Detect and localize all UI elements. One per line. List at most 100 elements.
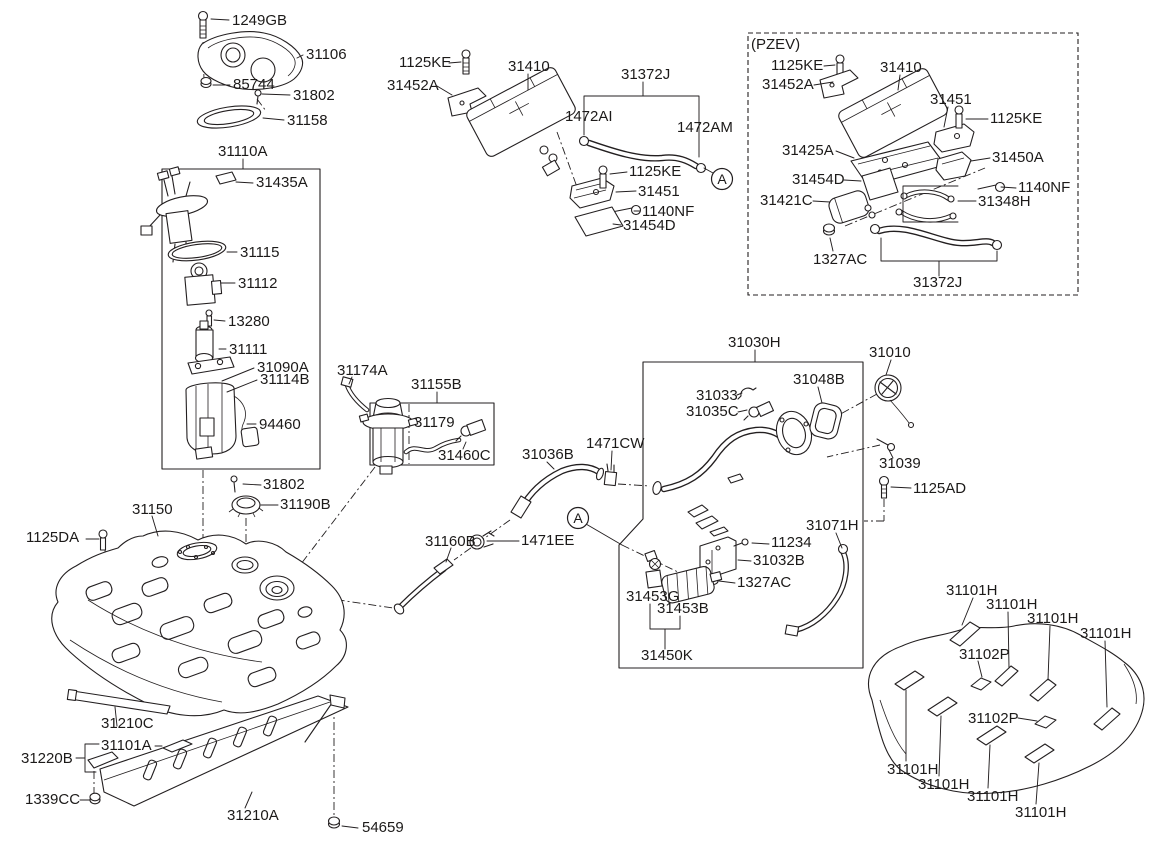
canister-31421c [828,190,870,224]
gasket-31048b [809,402,843,440]
part-label-fuel-tank-15: 31190B [280,496,331,513]
part-label-canister-24: 1125KE [399,54,451,71]
part-label-fuel-tank-19: 31101A [101,737,152,754]
callout-a-0: A [710,167,734,191]
part-label-pzev-35: 1125KE [771,57,823,74]
part-label-canister-33: 31454D [623,217,676,234]
part-label-canister-28: 1472AI [565,108,613,125]
pump-module-group [340,376,618,615]
part-label-canister-27: 31452A [387,77,439,94]
part-label-filler-neck-49: 31010 [869,344,911,361]
part-label-fuel-tank-23: 54659 [362,819,404,836]
pad-31101h [994,665,1019,687]
fitting-31071h-top [837,543,849,555]
part-label-filler-neck-51: 31033 [696,387,738,404]
bolt-1125ke [461,49,471,59]
pad-31101h [927,696,958,717]
part-label-pzev-47: 31372J [913,274,962,291]
part-label-fuel-tank-22: 31210A [227,807,279,824]
filler-pipe-end [652,481,662,495]
part-label-filler-neck-56: 11234 [771,534,812,551]
part-label-pump-module-68: 31160B [425,533,476,550]
part-label-filler-neck-61: 31450K [641,647,693,664]
part-label-filler-neck-59: 31453G [626,588,679,605]
part-label-pump-module-63: 31155B [411,376,462,393]
fuel-tank-31150-outline [51,530,347,717]
fuel-cap-group [874,374,915,499]
pad-31454d [574,206,624,237]
part-label-filler-neck-48: 31030H [728,334,781,351]
o-ring-31115 [167,240,227,262]
tank-protector-group [66,688,349,829]
pad-31101h [1093,707,1121,731]
part-label-fuel-tank-18: 31210C [101,715,154,732]
callout-a-1: A [566,506,590,530]
detail-box-fuel-pump [161,168,321,470]
sender-ring-opening [176,541,218,561]
pad-31102p [1034,715,1057,729]
part-label-pzev-37: 31452A [762,76,814,93]
part-label-fuel-tank-17: 1125DA [26,529,79,546]
pad-31102p [970,677,992,691]
part-label-tank-cover-0: 1249GB [232,12,287,29]
filler-neck-group [644,387,849,637]
pzev-dashed-box [747,32,1079,296]
filler-head [775,410,813,456]
pad-31454d-pzev [861,167,899,201]
part-label-underbody-pads-70: 31101H [946,582,997,599]
svg-text:A: A [573,510,583,526]
part-label-filler-neck-54: 1125AD [913,480,966,497]
pad-31101h [976,725,1007,746]
leader-lines [75,18,1108,829]
fitting-1472ai [578,135,590,147]
svg-text:A: A [717,171,727,187]
bolt-1125ad [878,475,890,487]
bolt-11234 [741,538,749,546]
part-label-pzev-39: 1125KE [990,110,1042,127]
pad-31101h [1024,743,1055,764]
part-label-filler-neck-50: 31048B [793,371,845,388]
part-label-underbody-pads-72: 31101H [1027,610,1078,627]
fuel-tank-group [51,529,347,717]
clamp-1471ee [469,534,485,550]
part-label-underbody-pads-74: 31102P [959,646,1010,663]
part-label-filler-neck-55: 31071H [806,517,859,534]
part-label-pzev-46: 1327AC [813,251,867,268]
part-label-pump-module-66: 31036B [522,446,574,463]
pad-31101a [162,739,193,753]
filler-opening [259,575,295,601]
part-label-fuel-tank-20: 31220B [21,750,73,767]
bracket-31452a [447,87,487,117]
part-label-canister-25: 31410 [508,58,550,75]
part-label-filler-neck-53: 31039 [879,455,921,472]
part-label-canister-29: 1472AM [677,119,733,136]
part-label-pzev-40: 31425A [782,142,834,159]
detail-box-pump-module [369,402,495,466]
part-label-fuel-pump-7: 31115 [240,244,280,261]
pad-31101h [949,621,981,647]
part-label-pzev-36: 31410 [880,59,922,76]
bolt-1125da [98,529,108,539]
part-label-pzev-43: 1140NF [1018,179,1070,196]
pad-31101h [1029,678,1057,702]
part-label-underbody-pads-73: 31101H [1080,625,1131,642]
fitting-31071h-end [784,624,800,637]
bracket-31451-pzev [933,123,975,153]
part-label-tank-cover-1: 31106 [306,46,347,63]
cover-plate-31106 [197,31,304,91]
part-label-tank-cover-4: 31158 [287,112,328,129]
part-label-pump-module-65: 31460C [438,447,491,464]
detail-box-filler-neck [618,361,864,669]
module-cap [375,397,401,409]
pad-31101h [894,670,925,691]
band-31220b-end [87,751,119,769]
part-label-pump-module-69: 1471EE [521,532,574,549]
part-label-fuel-pump-9: 13280 [228,313,270,330]
bolt-1140nf [630,204,642,216]
part-label-canister-32: 1140NF [642,203,694,220]
bolt-13280 [205,309,213,317]
clip-31435a [215,171,237,185]
clip-1471cw [603,470,618,487]
